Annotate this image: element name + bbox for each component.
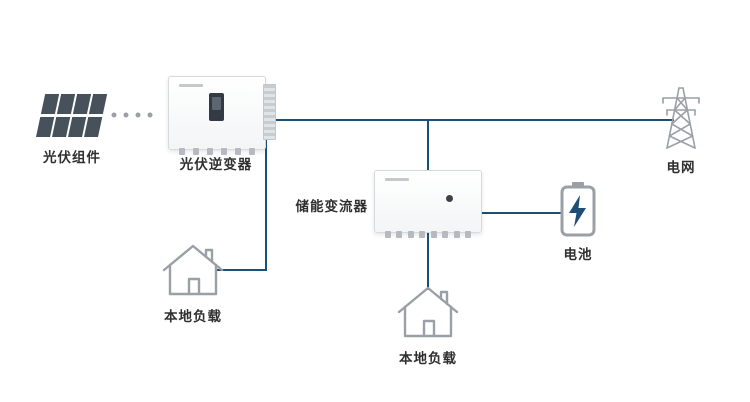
tower-lattice <box>666 97 696 149</box>
house-chimney <box>204 248 214 264</box>
label-pv-inverter: 光伏逆变器 <box>179 157 253 172</box>
connector-pin <box>221 148 227 155</box>
solar-panel-cells <box>36 94 108 137</box>
dot <box>111 112 117 118</box>
converter-connectors <box>385 231 471 238</box>
house-icon <box>162 244 224 296</box>
house-walls <box>403 305 453 338</box>
house-door <box>187 277 201 296</box>
house-roof <box>162 244 224 272</box>
connector-pin <box>235 148 241 155</box>
house-roof <box>397 286 459 314</box>
dotted-link-pv-to-inverter <box>111 112 153 118</box>
inverter-device <box>168 76 276 155</box>
tower-insulators <box>662 97 700 116</box>
connector-pin <box>207 148 213 155</box>
connector-pin <box>430 231 437 238</box>
dot <box>147 112 153 118</box>
label-battery: 电池 <box>563 247 593 262</box>
house-door <box>422 319 436 338</box>
dot <box>135 112 141 118</box>
label-local-load-bottom: 本地负载 <box>399 351 457 366</box>
connector-pin <box>193 148 199 155</box>
label-storage-converter: 储能变流器 <box>295 199 368 214</box>
connector-pin <box>385 231 391 238</box>
house-walls <box>168 263 218 296</box>
connector-pin <box>396 231 403 238</box>
connector-pin <box>249 148 255 155</box>
label-local-load-left: 本地负载 <box>164 309 222 324</box>
connector-pin <box>407 231 414 238</box>
lightning-bolt-icon <box>569 195 586 227</box>
house-icon <box>397 286 459 338</box>
inverter-screen-display <box>212 97 221 110</box>
inverter-connectors <box>179 148 255 155</box>
solar-panel-icon <box>36 94 108 137</box>
tower-legs <box>666 87 696 149</box>
connector-pin <box>419 231 426 238</box>
tower-crossarms <box>662 97 700 111</box>
converter-button <box>446 195 453 202</box>
inverter-screen <box>209 93 224 121</box>
connector-pin <box>453 231 460 238</box>
converter-device <box>374 170 482 238</box>
transmission-tower-icon <box>662 87 700 149</box>
dot <box>123 112 129 118</box>
inverter-logo <box>179 84 203 87</box>
battery-icon <box>560 182 596 237</box>
inverter-heatsink <box>263 84 276 140</box>
connector-pin <box>464 231 471 238</box>
connector-pin <box>179 148 185 155</box>
wire-bus-to-left-load <box>216 120 267 271</box>
connector-pin <box>442 231 449 238</box>
converter-logo <box>385 178 409 181</box>
label-pv-modules: 光伏组件 <box>43 150 101 165</box>
house-chimney <box>439 290 449 306</box>
label-grid: 电网 <box>666 160 696 175</box>
